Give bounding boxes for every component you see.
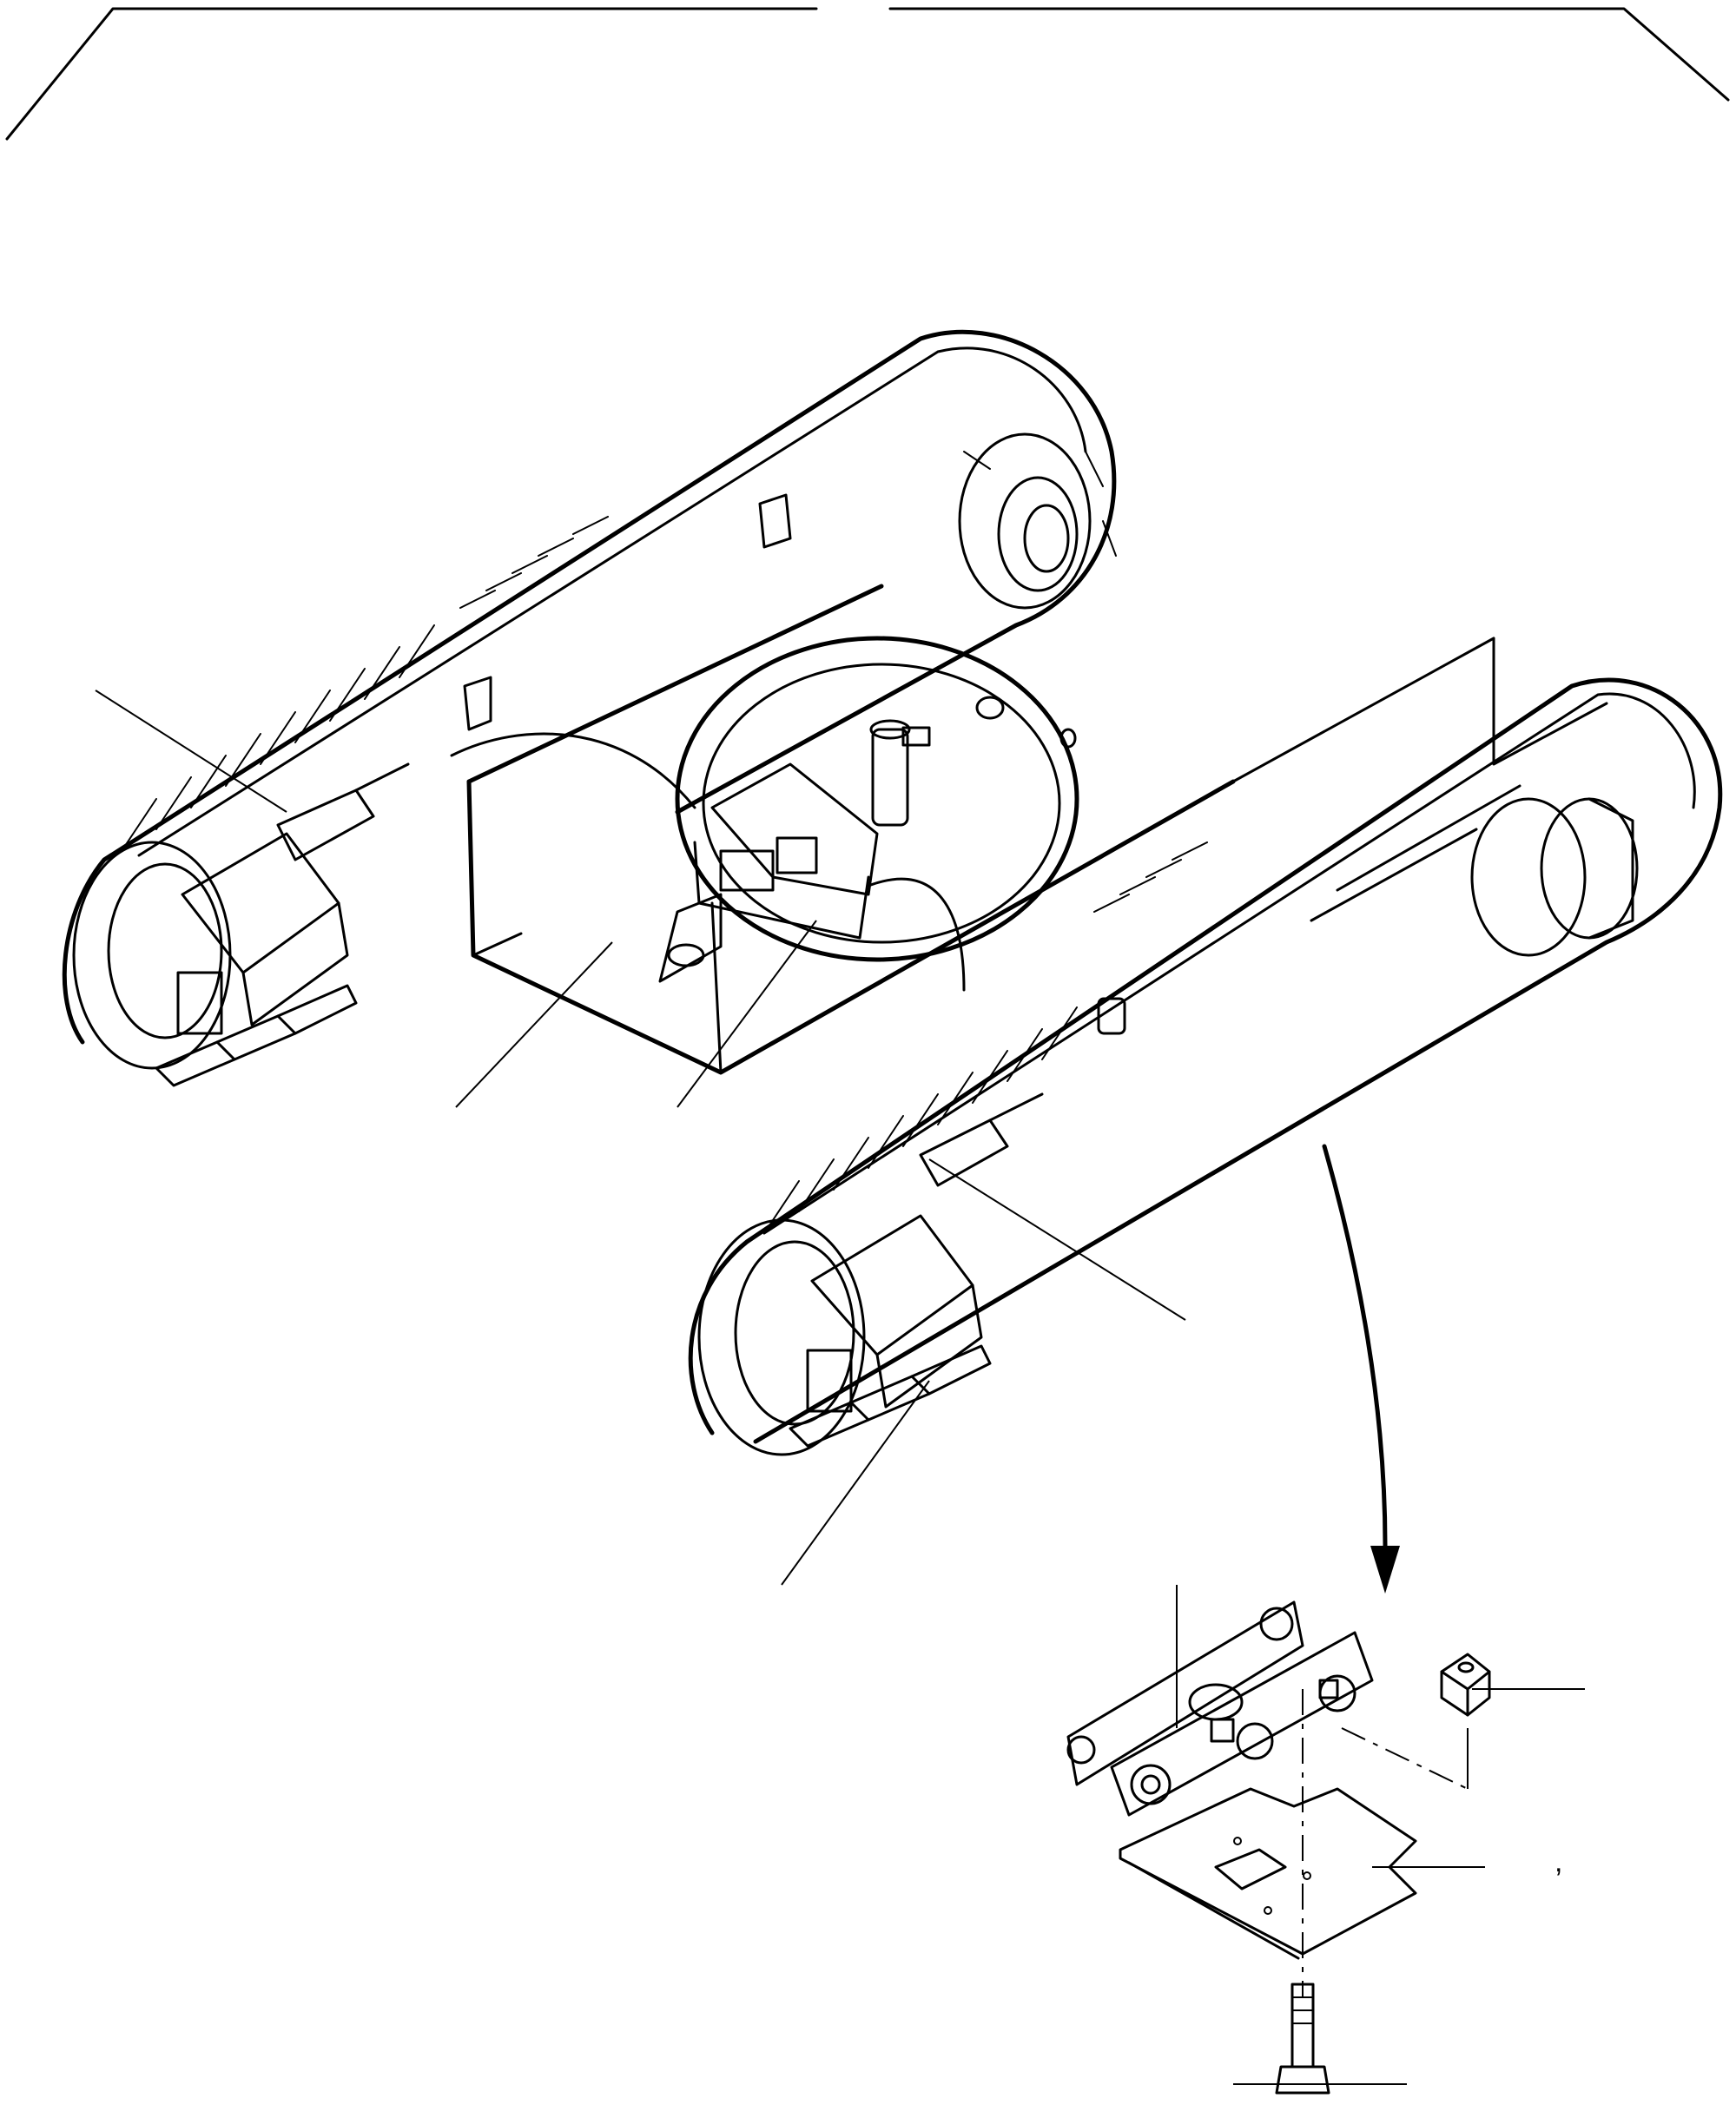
rear-track-assembly: [62, 329, 1117, 1087]
detail-track-link: [1066, 1600, 1374, 1817]
center-cross-frame: [450, 584, 1236, 1075]
detail-track-shoe: [1119, 1787, 1417, 1960]
callout-leader-lines: [95, 690, 1585, 2085]
detail-arrow: [1322, 1144, 1400, 1594]
stray-comma-mark: ,: [1554, 1845, 1562, 1878]
detail-shoe-nut: [1440, 1653, 1491, 1717]
detail-shoe-bolt: [1275, 1983, 1330, 2095]
nut-center-line: [1341, 1727, 1469, 1790]
header-frame: [5, 7, 1730, 141]
front-track-assembly: [688, 637, 1723, 1456]
